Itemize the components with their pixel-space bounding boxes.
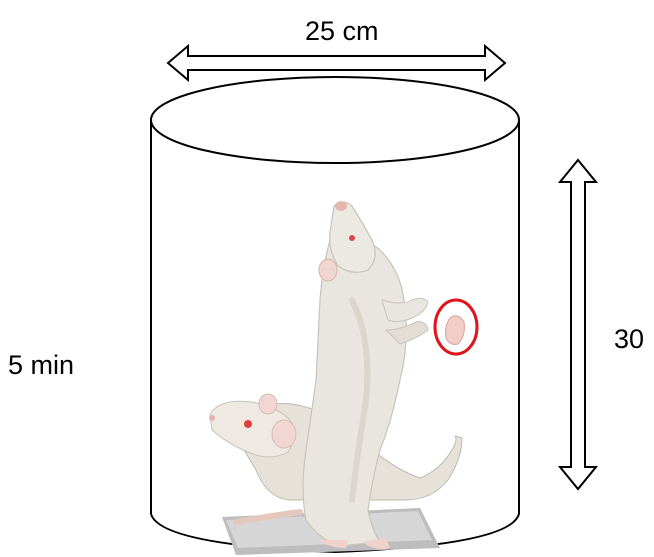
width-arrow-icon [168, 46, 505, 80]
duration-label: 5 min [8, 350, 74, 381]
height-label: 30 [614, 324, 644, 355]
width-label: 25 cm [305, 16, 379, 47]
height-arrow-icon [560, 160, 596, 489]
cylinder-top-ellipse [151, 77, 519, 163]
